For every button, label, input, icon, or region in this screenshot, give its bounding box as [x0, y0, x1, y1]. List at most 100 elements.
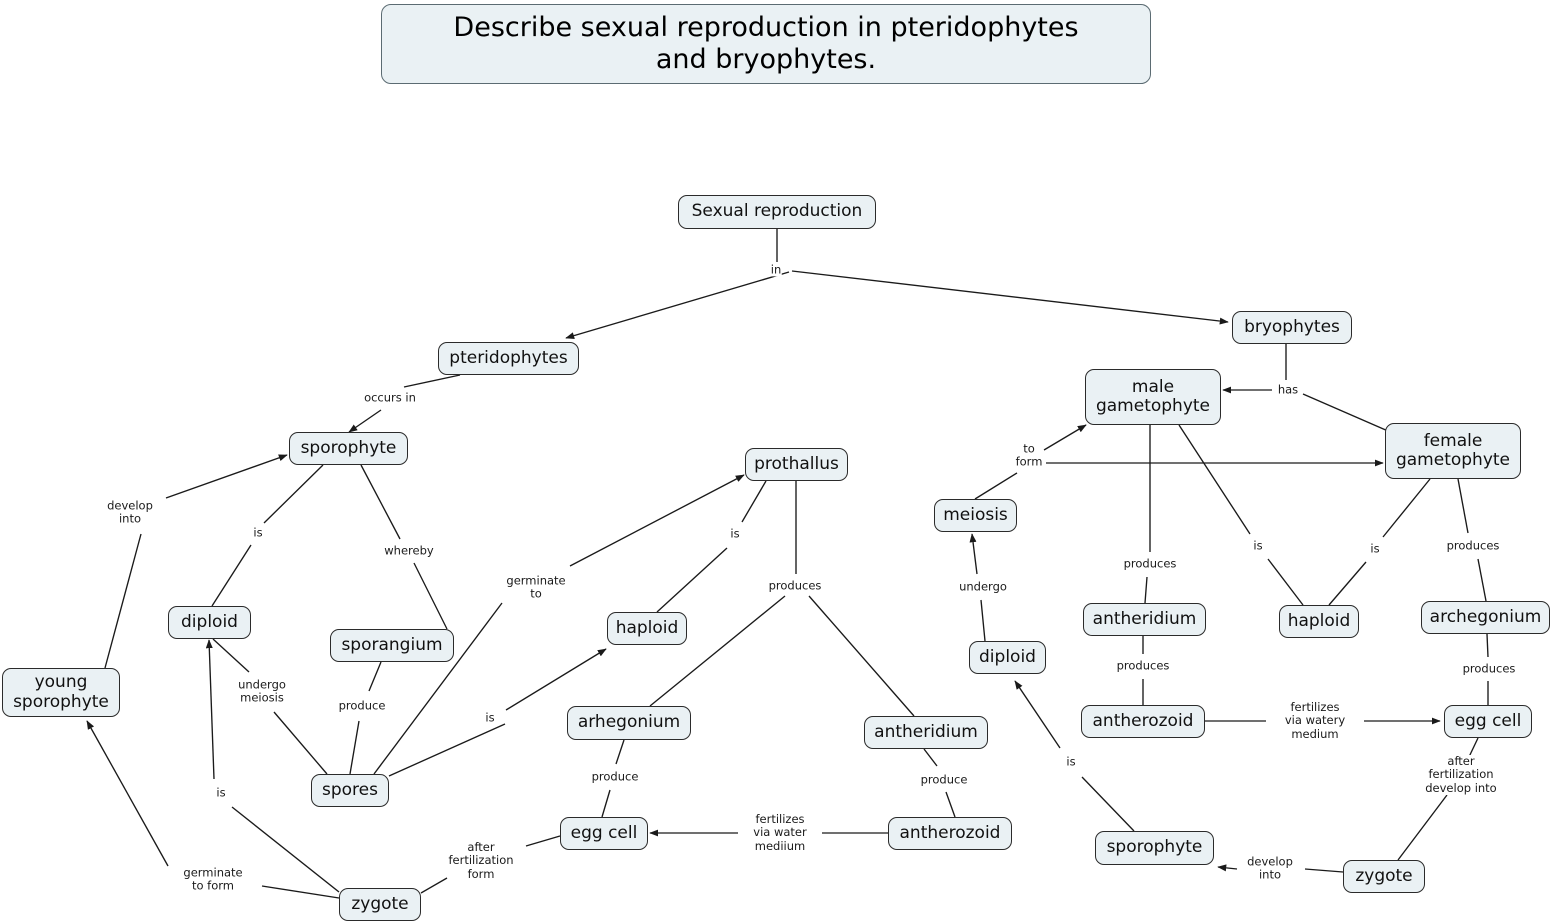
edge-label-zygote-sporophyte-right: develop into [1246, 854, 1294, 883]
edge-label-antherozoid-eggcell: fertilizes via water mediium [752, 812, 808, 853]
edge-label-male-antheridium: produces [1122, 556, 1178, 571]
edge-line-pteridophytes-sporophyte-1 [403, 374, 461, 388]
edge-line-zygote-youngsporo-1 [261, 885, 340, 899]
edge-label-antheridium-antherozoid: produce [919, 772, 969, 787]
edge-line-eggcell-zygote-right-2 [1397, 794, 1448, 861]
edge-label-archegonium-eggcell: produces [1461, 661, 1517, 676]
edge-line-has-female-1 [1302, 393, 1389, 432]
edge-label-diploid-spores: undergo meiosis [237, 677, 287, 706]
edge-line-female-archegonium-2 [1477, 558, 1487, 602]
node-meiosis[interactable]: meiosis [934, 499, 1017, 532]
edge-line-pteridophytes-sporophyte-2 [348, 409, 382, 433]
node-egg-cell-right[interactable]: egg cell [1444, 705, 1532, 738]
edge-line-female-haploid-1 [1382, 478, 1431, 538]
node-arhegonium[interactable]: arhegonium [567, 706, 691, 740]
edge-line-diploid-spores-2 [273, 711, 328, 775]
edge-label-female-haploid: is [1369, 541, 1381, 556]
edge-line-diploidr-meiosis-2 [969, 533, 978, 575]
edge-line-diploidr-meiosis-1 [980, 599, 986, 642]
node-sporophyte-right[interactable]: sporophyte [1095, 831, 1214, 865]
edge-line-zygote-youngsporo-2 [86, 720, 169, 867]
edge-line-eggcell-zygote-1 [525, 835, 561, 847]
node-female-gametophyte[interactable]: female gametophyte [1385, 423, 1521, 479]
edge-line-antheridium-antherozoid-1 [923, 748, 938, 767]
edge-label-spores-prothallus: germinate to [505, 573, 567, 602]
edge-line-antheridium-antherozoid-2 [945, 791, 956, 818]
edge-line-sporophyte-diploid-1 [263, 464, 324, 524]
edge-line-sporangium-spores-2 [349, 720, 360, 775]
edge-label-diploidr-meiosis: undergo [958, 579, 1008, 594]
edge-label-female-archegonium: produces [1445, 538, 1501, 553]
edge-line-in-pteridophytes-1 [565, 271, 790, 340]
edge-line-male-haploid-1 [1178, 424, 1251, 535]
edge-line-archegonium-eggcell-1 [1486, 633, 1489, 658]
edge-label-pteridophytes-sporophyte: occurs in [363, 390, 417, 405]
edge-label-sporangium-spores: produce [337, 698, 387, 713]
edge-line-sporangium-spores-1 [368, 661, 382, 692]
node-pteridophytes[interactable]: pteridophytes [438, 342, 579, 375]
edge-line-sporophyte-sporangium-2 [413, 562, 448, 630]
edge-line-male-haploid-2 [1267, 558, 1304, 606]
node-spores[interactable]: spores [311, 774, 389, 807]
node-diploid-right[interactable]: diploid [969, 641, 1046, 674]
edge-line-spores-haploid-1 [388, 723, 506, 777]
edge-line-prothallus-haploid-2 [656, 547, 728, 613]
node-male-gametophyte[interactable]: male gametophyte [1085, 369, 1221, 425]
edge-label-male-haploid: is [1252, 538, 1264, 553]
node-sporangium[interactable]: sporangium [330, 629, 454, 662]
edge-label-sexrep-in: in [769, 262, 783, 277]
node-prothallus[interactable]: prothallus [745, 448, 848, 481]
node-antherozoid-center[interactable]: antherozoid [888, 817, 1012, 850]
edge-line-meiosis-toform-1 [974, 472, 1018, 500]
edge-line-diploid-spores-1 [212, 638, 250, 673]
node-bryophytes[interactable]: bryophytes [1232, 311, 1352, 344]
node-haploid-right[interactable]: haploid [1279, 605, 1359, 638]
edge-label-arhegonium-eggcell: produce [590, 769, 640, 784]
node-antheridium-right[interactable]: antheridium [1083, 603, 1206, 636]
node-young-sporophyte[interactable]: young sporophyte [2, 668, 120, 717]
node-egg-cell-center[interactable]: egg cell [560, 817, 648, 850]
edge-label-spores-haploid: is [484, 710, 496, 725]
edge-line-youngsporo-sporophyte-2 [165, 454, 288, 499]
edge-label-eggcell-zygote-right: after fertilization develop into [1414, 754, 1508, 795]
edge-line-toform-male-1 [1043, 424, 1087, 451]
edge-label-sporophyte-sporangium: whereby [383, 543, 435, 558]
edge-line-female-haploid-2 [1328, 561, 1367, 606]
edge-line-eggcell-zygote-2 [420, 877, 448, 894]
edge-line-youngsporo-sporophyte-1 [104, 533, 142, 669]
node-antherozoid-right[interactable]: antherozoid [1081, 705, 1205, 738]
edge-label-zygote-youngsporo: germinate to form [182, 865, 244, 894]
edge-label-sporophyte-diploid: is [252, 525, 264, 540]
edge-line-spores-haploid-2 [505, 648, 607, 711]
edge-line-sporophyte-sporangium-1 [360, 464, 401, 540]
edge-line-prothallus-haploid-1 [741, 480, 767, 523]
edge-line-zygote-diploid-1 [231, 806, 340, 893]
node-archegonium-right[interactable]: archegonium [1421, 601, 1550, 634]
edge-label-prothallus-produces: produces [767, 578, 823, 593]
edge-line-zygote-diploid-2 [205, 639, 215, 780]
edge-line-sporophyte-diploid-2 [211, 544, 252, 607]
edge-label-zygote-diploid: is [215, 785, 227, 800]
edge-line-zygote-sporophyte-right-1 [1304, 868, 1344, 873]
edge-line-produces-antheridium-1 [808, 595, 915, 717]
edge-label-eggcell-zygote: after fertilization form [447, 840, 515, 881]
node-sexual-reproduction[interactable]: Sexual reproduction [678, 195, 876, 229]
node-sporophyte-left[interactable]: sporophyte [289, 432, 408, 465]
edge-label-meiosis-toform: to form [1014, 441, 1044, 470]
node-zygote-left[interactable]: zygote [339, 888, 421, 921]
edge-line-arhegonium-eggcell-1 [615, 739, 625, 765]
edge-label-bryophytes-male: has [1276, 382, 1300, 397]
node-zygote-right[interactable]: zygote [1343, 860, 1425, 893]
edge-label-antheridium-antherozoid-right: produces [1115, 658, 1171, 673]
node-haploid-center[interactable]: haploid [607, 612, 687, 645]
node-diploid-left[interactable]: diploid [168, 606, 251, 639]
page-title: Describe sexual reproduction in pteridop… [381, 4, 1151, 84]
edge-line-female-archegonium-1 [1457, 478, 1469, 534]
edge-line-zygote-sporophyte-right-2 [1217, 864, 1238, 872]
edge-label-antherozoid-eggcell-right: fertilizes via watery medium [1283, 700, 1347, 741]
node-antheridium-center[interactable]: antheridium [864, 716, 988, 749]
edge-line-spores-prothallus-2 [569, 474, 745, 567]
edge-label-youngsporo-sporophyte: develop into [106, 498, 154, 527]
edge-label-sporophyte-diploid-right: is [1065, 754, 1077, 769]
